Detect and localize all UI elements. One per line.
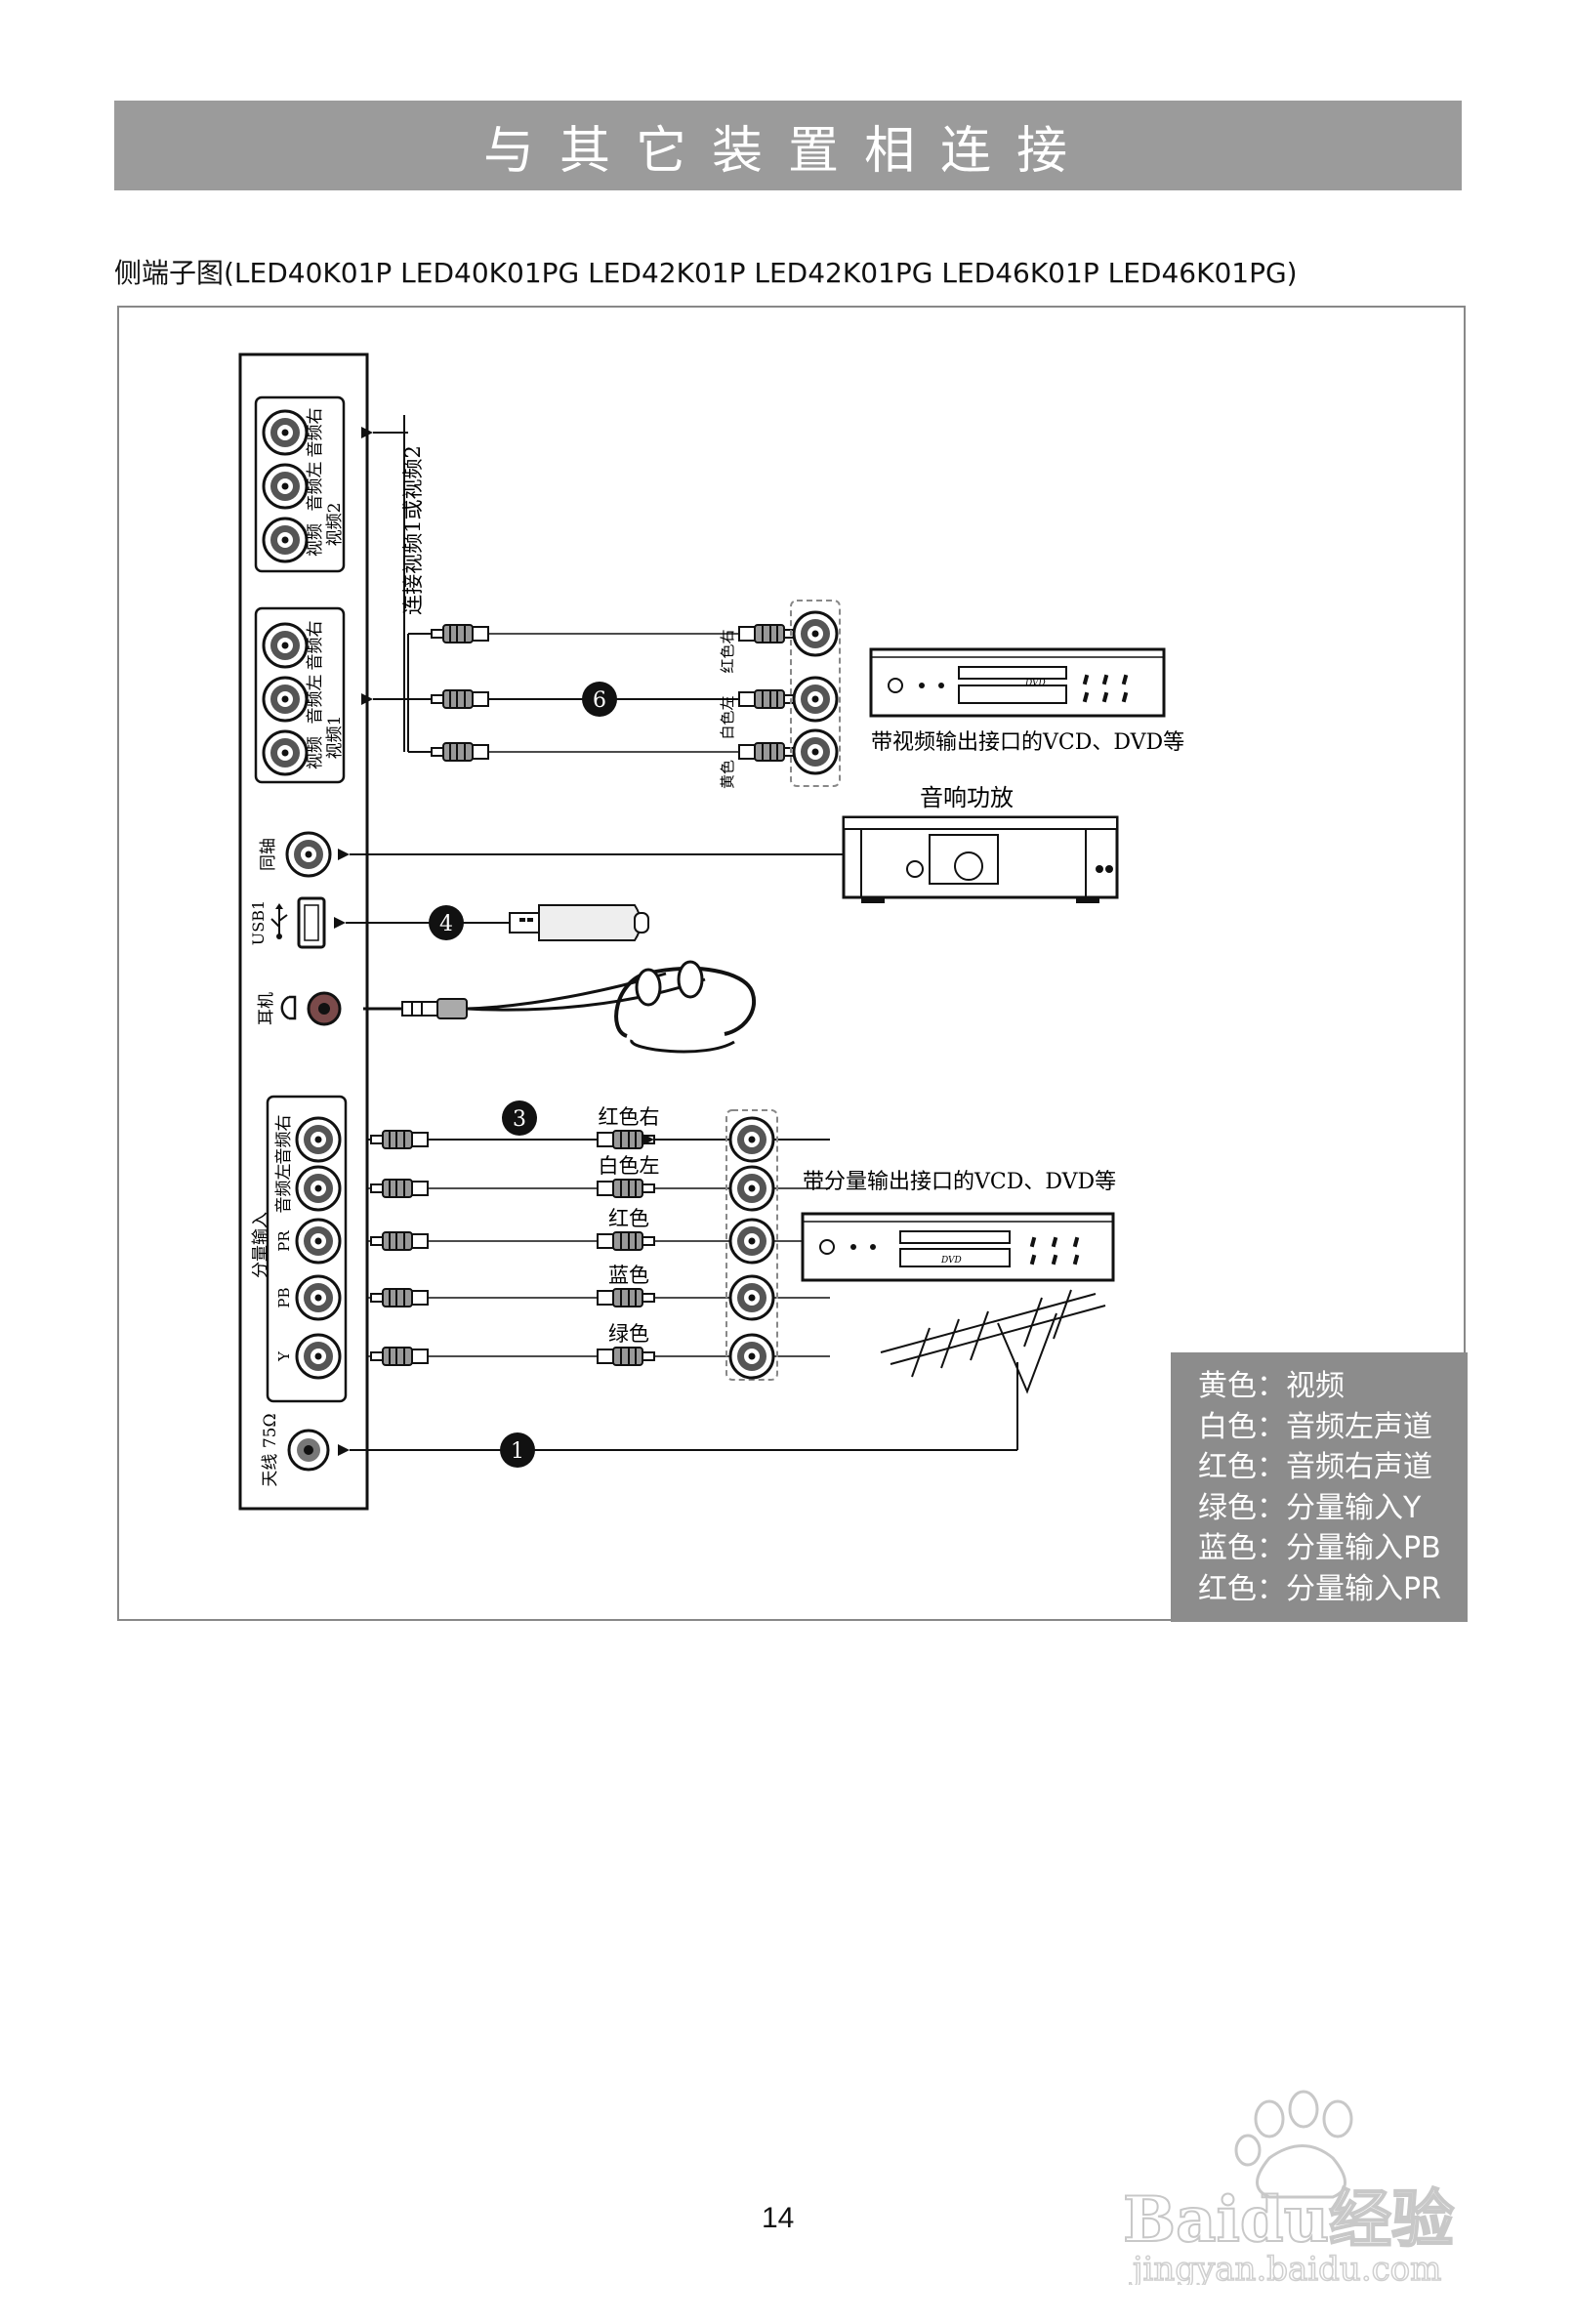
antenna-label: 天线 75Ω <box>261 1413 280 1486</box>
video2-group-label: 视频2 <box>325 503 345 547</box>
component-cable-red-right: 红色右 <box>599 1105 660 1129</box>
component-device-label: 带分量输出接口的VCD、DVD等 <box>803 1170 1116 1194</box>
page-number: 14 <box>762 2202 795 2234</box>
page-title: 与其它装置相连接 <box>482 121 1093 181</box>
component-audio-left-label: 音频左 <box>274 1164 294 1214</box>
marker-6 <box>429 905 464 940</box>
legend-item: 白色：音频左声道 <box>1198 1409 1432 1444</box>
headphones <box>466 960 756 1054</box>
video1-group-label: 视频1 <box>325 716 345 760</box>
video1-audio-left-label: 音频左 <box>306 675 325 725</box>
av-dvd-player: DVD <box>869 647 1166 718</box>
video1-audio-right-jack[interactable] <box>262 622 309 669</box>
legend-item: 蓝色：分量输入PB <box>1198 1531 1441 1565</box>
video2-video-jack[interactable] <box>262 517 309 563</box>
connect-video-note: 连接视频1或视频2 <box>401 445 425 615</box>
watermark-brand: Baidu经验 <box>1123 2183 1454 2257</box>
av-cable-red-right-label: 红色右 <box>719 629 736 673</box>
headphone-icon <box>280 995 297 1020</box>
component-cable-white-left: 白色左 <box>599 1154 660 1178</box>
amplifier-label: 音响功放 <box>920 784 1014 811</box>
av-device-outputs <box>790 600 841 787</box>
component-audio-right-label: 音频右 <box>274 1115 294 1165</box>
watermark-url: jingyan.baidu.com <box>1129 2250 1441 2285</box>
component-y-jack[interactable] <box>295 1333 342 1380</box>
av-cable-white-left-label: 白色左 <box>719 695 736 739</box>
component-pb-label: PB <box>275 1287 293 1307</box>
video1-video-jack[interactable] <box>262 729 309 776</box>
earphone-label: 耳机 <box>257 992 276 1025</box>
svg-text:3: 3 <box>513 1107 526 1132</box>
video2-audio-right-jack[interactable] <box>262 409 309 456</box>
video1-group-box <box>254 606 346 784</box>
video1-audio-left-jack[interactable] <box>262 676 309 723</box>
component-pr-label: PR <box>275 1230 293 1252</box>
av-device-label: 带视频输出接口的VCD、DVD等 <box>871 730 1184 755</box>
coaxial-label: 同轴 <box>259 838 278 871</box>
video2-group-box <box>254 395 346 573</box>
component-device-outputs <box>725 1109 778 1381</box>
legend-item: 红色：分量输入PR <box>1198 1571 1441 1606</box>
legend-item: 黄色：视频 <box>1198 1369 1345 1403</box>
video1-video-label: 视频 <box>306 736 325 769</box>
component-cable-red: 红色 <box>608 1207 649 1230</box>
svg-text:4: 4 <box>439 912 453 936</box>
video2-video-label: 视频 <box>306 523 325 557</box>
svg-text:6: 6 <box>593 688 606 713</box>
svg-text:DVD: DVD <box>1024 679 1046 688</box>
video1-audio-right-label: 音频右 <box>306 621 325 671</box>
component-cable-green: 绿色 <box>608 1322 649 1346</box>
usb-icon <box>270 903 288 939</box>
connection-diagram: 视频 音频左 音频右 视频2 视频 音频左 音频右 视频1 同轴 USB1 耳机 <box>117 306 1468 1622</box>
usb-flash-drive <box>509 904 649 941</box>
marker-4 <box>582 682 617 717</box>
component-group-label: 分量输入 <box>251 1212 270 1278</box>
page-title-bar: 与其它装置相连接 <box>114 101 1462 190</box>
marker-1 <box>500 1432 535 1468</box>
svg-text:1: 1 <box>511 1439 524 1464</box>
component-audio-left-jack[interactable] <box>295 1165 342 1212</box>
component-dvd-player: DVD <box>801 1212 1115 1282</box>
headphone-plug <box>401 998 468 1019</box>
antenna-aerial <box>880 1289 1106 1450</box>
av-cable-yellow-label: 黄色 <box>719 760 736 789</box>
legend-item: 绿色：分量输入Y <box>1198 1490 1422 1525</box>
component-cable-blue: 蓝色 <box>608 1264 649 1287</box>
terminal-diagram-subtitle: 侧端子图(LED40K01P LED40K01PG LED42K01P LED4… <box>114 257 1298 289</box>
coaxial-jack[interactable] <box>285 831 332 878</box>
video2-audio-left-jack[interactable] <box>262 463 309 510</box>
component-pb-jack[interactable] <box>295 1274 342 1321</box>
component-y-label: Y <box>275 1350 293 1362</box>
video2-audio-right-label: 音频右 <box>306 408 325 458</box>
marker-3 <box>502 1100 537 1136</box>
video2-audio-left-label: 音频左 <box>306 462 325 512</box>
component-group-box <box>266 1095 348 1403</box>
component-audio-right-jack[interactable] <box>295 1116 342 1163</box>
usb-label: USB1 <box>249 900 268 945</box>
legend-item: 红色：音频右声道 <box>1198 1450 1432 1484</box>
svg-text:DVD: DVD <box>940 1256 962 1266</box>
baidu-watermark: Baidu经验 jingyan.baidu.com <box>1123 2090 1455 2285</box>
component-pr-jack[interactable] <box>295 1218 342 1265</box>
audio-amplifier <box>842 815 1119 903</box>
color-legend: 黄色：视频 白色：音频左声道 红色：音频右声道 绿色：分量输入Y 蓝色：分量输入… <box>1171 1352 1468 1622</box>
